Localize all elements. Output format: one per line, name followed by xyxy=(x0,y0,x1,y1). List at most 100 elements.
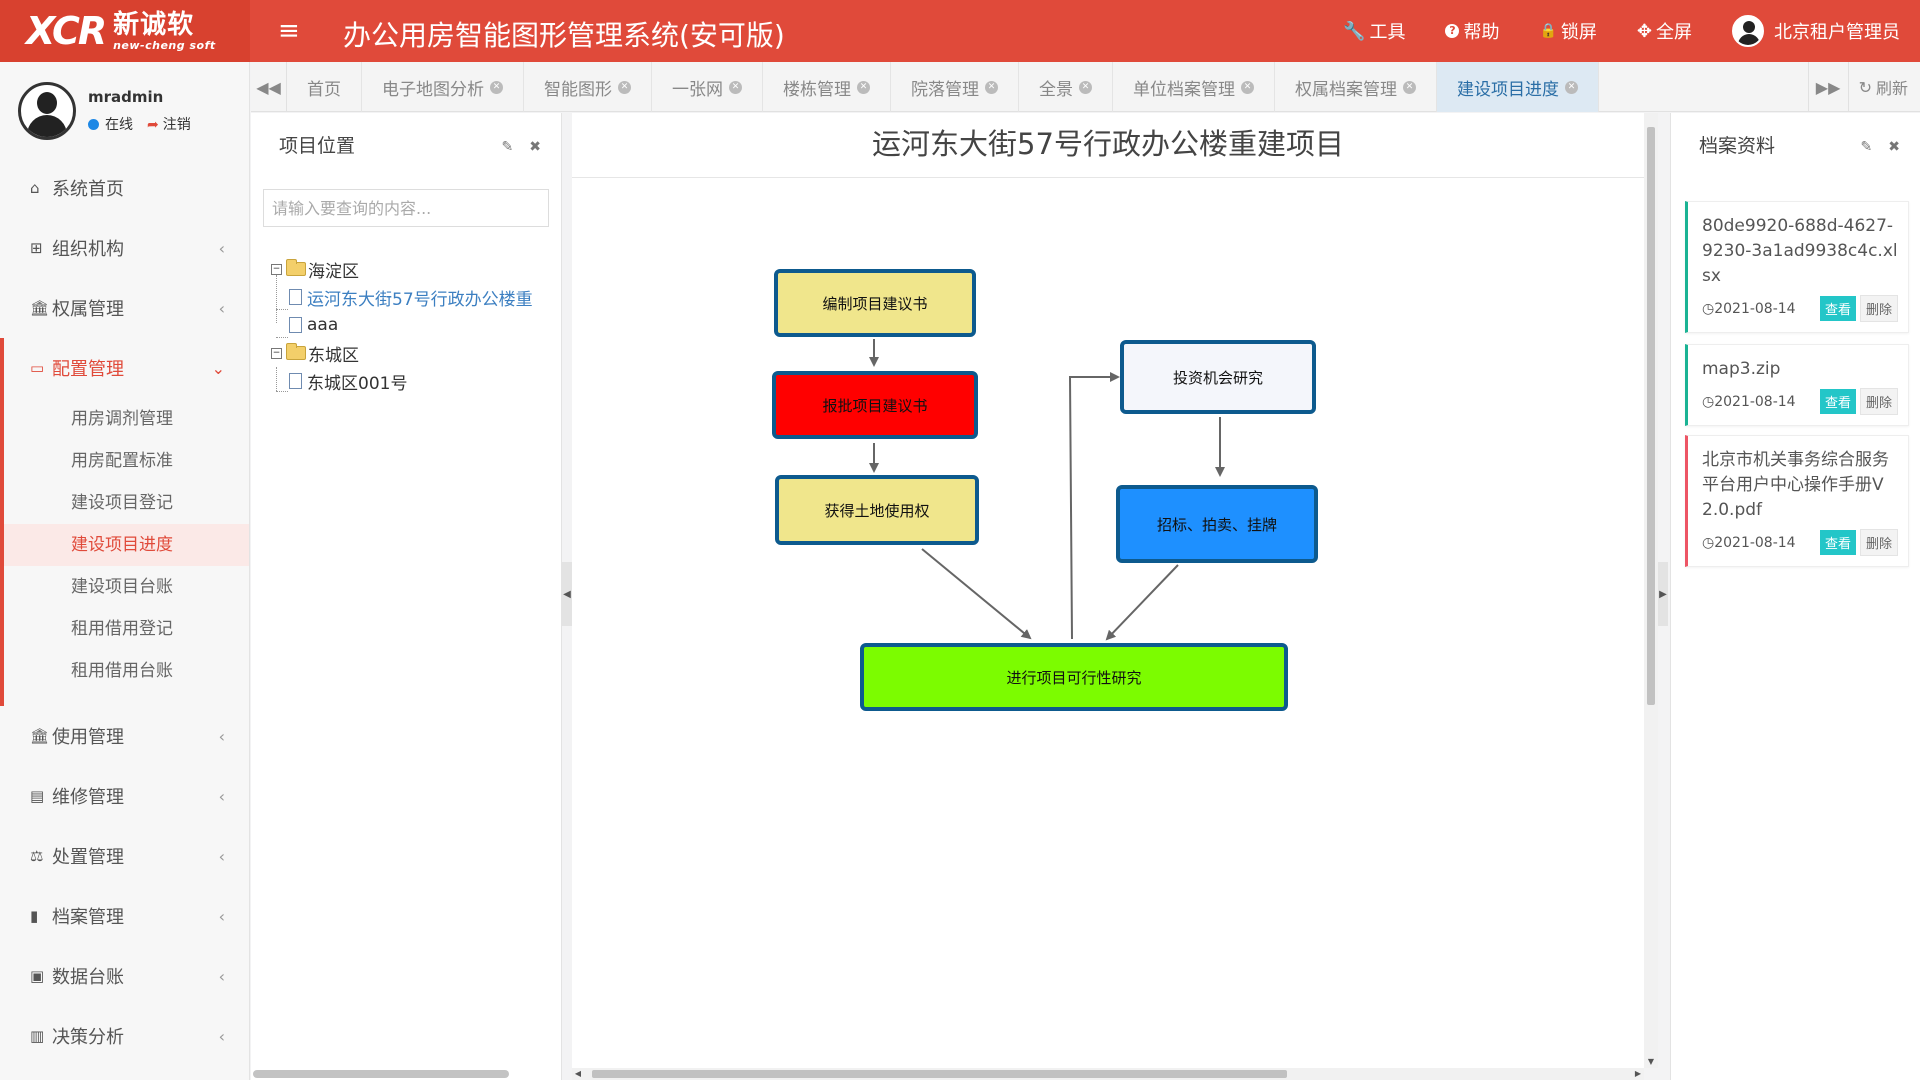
flow-step-land-use-rights[interactable]: 获得土地使用权 xyxy=(775,475,979,545)
horizontal-scrollbar[interactable] xyxy=(253,1070,509,1078)
tab-label: 权属档案管理 xyxy=(1295,79,1397,100)
help-button[interactable]: ?帮助 xyxy=(1445,18,1499,44)
scroll-left-arrow-icon[interactable]: ◀ xyxy=(574,1069,582,1078)
collapse-left-panel-handle[interactable]: ◀ xyxy=(562,562,572,626)
scroll-right-arrow-icon[interactable]: ▶ xyxy=(1634,1069,1642,1078)
search-input[interactable] xyxy=(263,189,549,227)
flow-step-investment-study[interactable]: 投资机会研究 xyxy=(1120,340,1316,414)
flow-step-approve-proposal[interactable]: 报批项目建议书 xyxy=(772,371,978,439)
tab-label: 建设项目进度 xyxy=(1457,79,1559,100)
fullscreen-button[interactable]: ✥全屏 xyxy=(1637,18,1692,44)
view-button[interactable]: 查看 xyxy=(1819,389,1856,414)
sitemap-icon: ⊞ xyxy=(30,239,43,257)
file-meta: ◷2021-08-14 查看 删除 xyxy=(1702,295,1898,322)
close-icon[interactable]: ✕ xyxy=(490,80,503,94)
sidebar-item-config[interactable]: ▭配置管理⌄ xyxy=(4,338,249,398)
close-icon[interactable]: ✕ xyxy=(985,80,998,94)
online-status: 在线 xyxy=(88,114,133,134)
tab-courtyard-management[interactable]: 院落管理✕ xyxy=(891,62,1019,112)
tools-button[interactable]: 🔧工具 xyxy=(1343,18,1405,44)
horizontal-scrollbar[interactable]: ◀ ▶ xyxy=(572,1068,1644,1080)
tab-one-network[interactable]: 一张网✕ xyxy=(652,62,763,112)
submenu-item[interactable]: 建设项目台账 xyxy=(71,577,173,597)
collapse-icon[interactable]: − xyxy=(271,347,282,359)
tree-node-dongcheng[interactable]: −东城区 xyxy=(271,341,359,366)
scrollbar-thumb[interactable] xyxy=(1647,127,1655,705)
sidebar-item-organization[interactable]: ⊞组织机构‹ xyxy=(0,218,249,278)
flow-step-bidding-auction[interactable]: 招标、拍卖、挂牌 xyxy=(1116,485,1318,563)
sidebar-item-ownership[interactable]: 🏛权属管理‹ xyxy=(0,278,249,338)
edit-icon[interactable]: ✎ xyxy=(1860,139,1873,155)
submenu-item[interactable]: 用房配置标准 xyxy=(71,451,173,471)
submenu-item[interactable]: 租用借用台账 xyxy=(71,661,173,681)
close-icon[interactable]: ✕ xyxy=(857,80,870,94)
submenu-item[interactable]: 用房调剂管理 xyxy=(71,409,173,429)
tab-map-analysis[interactable]: 电子地图分析✕ xyxy=(362,62,524,112)
flow-step-prepare-proposal[interactable]: 编制项目建议书 xyxy=(774,269,976,337)
user-menu[interactable]: 北京租户管理员 xyxy=(1732,15,1900,47)
tree-node-aaa[interactable]: aaa xyxy=(289,313,338,337)
delete-button[interactable]: 删除 xyxy=(1859,529,1898,556)
tabs-scroll-left-button[interactable]: ◀◀ xyxy=(251,62,287,112)
tab-unit-archives[interactable]: 单位档案管理✕ xyxy=(1113,62,1275,112)
tab-label: 全景 xyxy=(1039,79,1073,100)
view-button[interactable]: 查看 xyxy=(1819,296,1856,321)
view-button[interactable]: 查看 xyxy=(1819,530,1856,555)
brand-logo[interactable]: XCR 新诚软 new-cheng soft xyxy=(0,0,250,62)
close-icon[interactable]: ✕ xyxy=(618,80,631,94)
submenu-item[interactable]: 建设项目登记 xyxy=(71,493,173,513)
caret-left-icon: ◀ xyxy=(563,588,571,600)
sidebar-item-decision[interactable]: ▥决策分析‹ xyxy=(0,1006,249,1066)
logout-link[interactable]: ➦注销 xyxy=(147,114,191,134)
tabs-scroll-right-button[interactable]: ▶▶ xyxy=(1807,62,1848,112)
vertical-scrollbar[interactable]: ▼ xyxy=(1644,113,1658,1068)
help-icon: ? xyxy=(1445,24,1460,38)
sidebar-item-usage[interactable]: 🏛使用管理‹ xyxy=(0,706,249,766)
submenu-item[interactable]: 租用借用登记 xyxy=(71,619,173,639)
sidebar-item-maintenance[interactable]: ▤维修管理‹ xyxy=(0,766,249,826)
arrow-step6-to-step4 xyxy=(1068,372,1120,640)
menu-toggle-button[interactable]: ≡ xyxy=(278,16,300,46)
tree-node-label: 运河东大街57号行政办公楼重 xyxy=(307,289,533,310)
tree-node-dongcheng-001[interactable]: 东城区001号 xyxy=(289,369,407,394)
backward-icon: ◀◀ xyxy=(256,77,281,97)
tree-node-haidian[interactable]: −海淀区 xyxy=(271,257,359,282)
sidebar-item-data-ledger[interactable]: ▣数据台账‹ xyxy=(0,946,249,1006)
tab-project-progress[interactable]: 建设项目进度 ✕ xyxy=(1437,62,1599,112)
close-icon[interactable]: ✖ xyxy=(529,139,541,155)
tab-smart-graphics[interactable]: 智能图形✕ xyxy=(524,62,652,112)
sidebar-item-home[interactable]: ⌂系统首页 xyxy=(0,158,249,218)
edit-icon[interactable]: ✎ xyxy=(501,139,514,155)
close-icon[interactable]: ✕ xyxy=(1403,80,1416,94)
delete-button[interactable]: 删除 xyxy=(1859,295,1898,322)
close-icon[interactable]: ✖ xyxy=(1888,139,1900,155)
sidebar-item-archive[interactable]: ▮档案管理‹ xyxy=(0,886,249,946)
delete-button[interactable]: 删除 xyxy=(1859,388,1898,415)
scroll-down-arrow-icon[interactable]: ▼ xyxy=(1647,1057,1655,1066)
close-icon[interactable]: ✕ xyxy=(729,80,742,94)
close-icon[interactable]: ✕ xyxy=(1241,80,1254,94)
lock-screen-button[interactable]: 🔒锁屏 xyxy=(1539,18,1596,44)
tab-panorama[interactable]: 全景 ✕ xyxy=(1019,62,1113,112)
flow-step-label: 投资机会研究 xyxy=(1172,368,1263,387)
sidebar-item-disposal[interactable]: ⚖处置管理‹ xyxy=(0,826,249,886)
tree-connector xyxy=(276,337,288,338)
flow-step-feasibility-study[interactable]: 进行项目可行性研究 xyxy=(860,643,1288,711)
collapse-right-panel-handle[interactable]: ▶ xyxy=(1658,562,1668,626)
tree-node-project[interactable]: 运河东大街57号行政办公楼重 xyxy=(289,285,533,310)
tab-building-management[interactable]: 楼栋管理✕ xyxy=(763,62,891,112)
tab-home[interactable]: 首页 xyxy=(287,62,362,112)
close-icon[interactable]: ✕ xyxy=(1565,80,1578,94)
scrollbar-thumb[interactable] xyxy=(592,1070,1287,1078)
folder-icon xyxy=(286,343,306,360)
document-icon xyxy=(289,373,302,389)
sidebar-item-label: 组织机构 xyxy=(52,239,124,260)
tab-ownership-archives[interactable]: 权属档案管理 ✕ xyxy=(1275,62,1437,112)
logout-icon: ➦ xyxy=(147,117,159,133)
nav-menu: ⌂系统首页 ⊞组织机构‹ 🏛权属管理‹ xyxy=(0,158,249,338)
submenu-item-active[interactable]: 建设项目进度 xyxy=(4,524,249,566)
refresh-button[interactable]: ↻刷新 xyxy=(1847,62,1920,112)
close-icon[interactable]: ✕ xyxy=(1079,80,1092,94)
collapse-icon[interactable]: − xyxy=(271,263,282,275)
file-name: 北京市机关事务综合服务平台用户中心操作手册V2.0.pdf xyxy=(1702,450,1889,520)
